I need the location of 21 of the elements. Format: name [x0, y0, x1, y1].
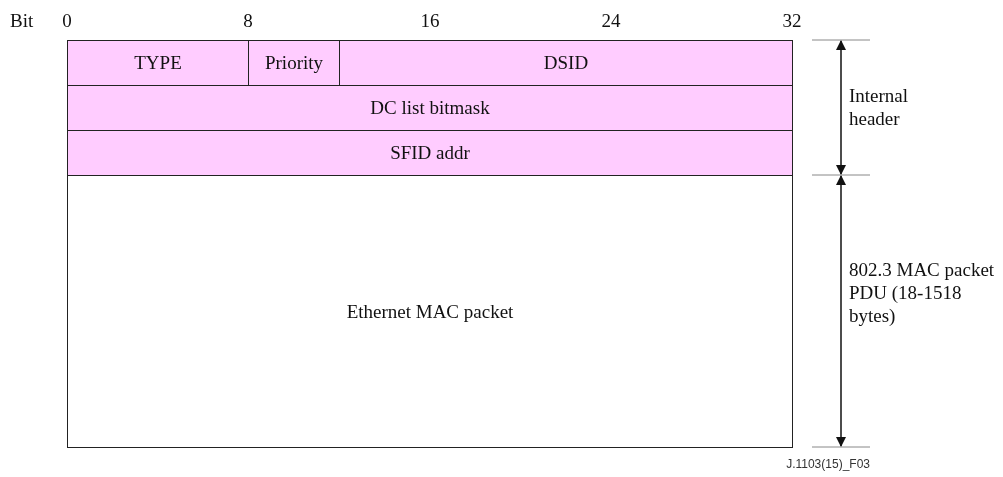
- bit-number: 32: [782, 10, 802, 32]
- bit-number: 8: [243, 10, 253, 32]
- field-name: Ethernet MAC packet: [346, 300, 514, 323]
- bit-number: 16: [420, 10, 440, 32]
- field-row: [67, 130, 793, 176]
- field-name: DC list bitmask: [370, 97, 490, 119]
- field-cell: [248, 40, 340, 86]
- field-cell: [67, 40, 249, 86]
- figure-caption: J.1103(15)_F03: [786, 457, 870, 471]
- field-name: TYPE: [134, 52, 182, 74]
- field-cell: [339, 40, 793, 86]
- bit-number: 24: [601, 10, 621, 32]
- field-row: [67, 85, 793, 131]
- field-name: SFID addr: [390, 142, 470, 164]
- dimension-text: 802.3 MAC packet PDU (18-1518 bytes): [849, 258, 996, 327]
- payload-area: [67, 175, 793, 448]
- field-name: DSID: [543, 52, 589, 74]
- bit-number: 0: [62, 10, 72, 32]
- dimension-text: Internal header: [849, 84, 910, 130]
- field-name: Priority: [264, 52, 324, 74]
- bit-axis-label: Bit: [10, 10, 34, 32]
